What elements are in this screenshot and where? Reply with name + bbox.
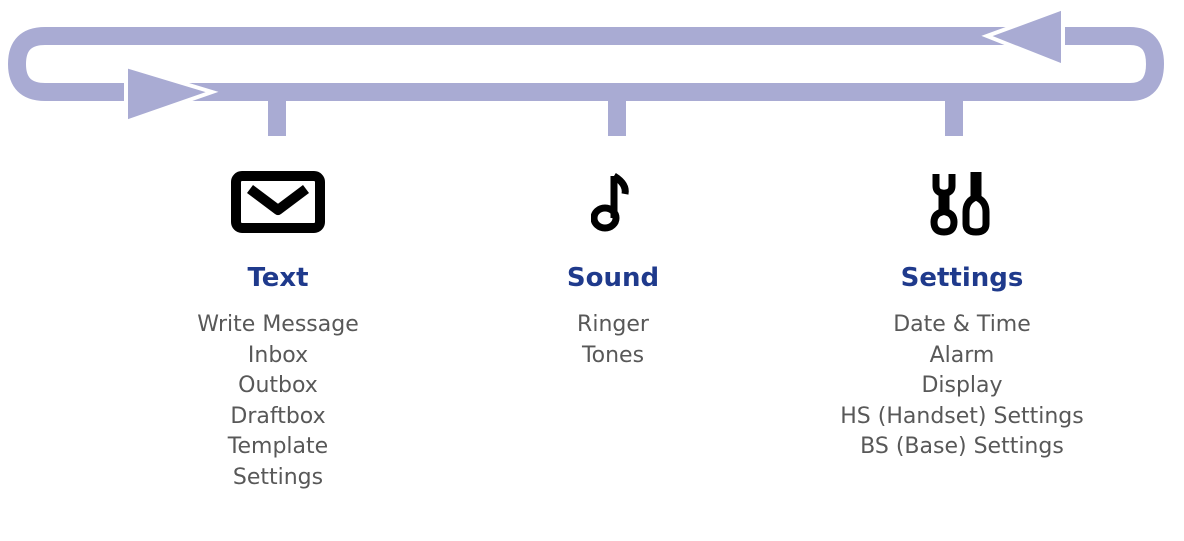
envelope-icon xyxy=(113,160,443,244)
text-menu-items: Write Message Inbox Outbox Draftbox Temp… xyxy=(113,310,443,494)
settings-menu-column: Settings Date & Time Alarm Display HS (H… xyxy=(797,160,1127,463)
left-arrow-head xyxy=(981,5,1065,69)
text-menu-item: Write Message xyxy=(197,312,359,337)
text-menu-item: Inbox xyxy=(247,342,309,368)
text-menu-column: Text Write Message Inbox Outbox Draftbox… xyxy=(113,160,443,494)
sound-menu-items: Ringer Tones xyxy=(448,310,778,371)
wrench-shape xyxy=(930,174,958,236)
text-menu-title: Text xyxy=(247,263,309,293)
sound-menu-item: Tones xyxy=(581,342,645,368)
settings-menu-item: Display xyxy=(921,373,1003,399)
settings-menu-item: Date & Time xyxy=(893,312,1031,337)
right-arrow-head xyxy=(124,63,219,125)
sound-menu-column: Sound Ringer Tones xyxy=(448,160,778,371)
settings-menu-title: Settings xyxy=(900,263,1024,293)
text-menu-item: Outbox xyxy=(238,373,318,399)
settings-menu-item: BS (Base) Settings xyxy=(860,434,1064,460)
tools-icon xyxy=(797,160,1127,244)
text-menu-item: Template xyxy=(227,434,329,460)
music-note-icon xyxy=(448,160,778,244)
settings-menu-items: Date & Time Alarm Display HS (Handset) S… xyxy=(797,310,1127,463)
settings-menu-item: HS (Handset) Settings xyxy=(840,403,1084,429)
text-menu-item: Draftbox xyxy=(230,403,326,429)
sound-menu-item: Ringer xyxy=(577,312,649,337)
text-menu-item: Settings xyxy=(232,464,324,490)
settings-menu-item: Alarm xyxy=(929,342,995,368)
screwdriver-shape xyxy=(962,172,990,236)
sound-menu-title: Sound xyxy=(566,263,660,293)
loop-track xyxy=(7,27,1165,101)
